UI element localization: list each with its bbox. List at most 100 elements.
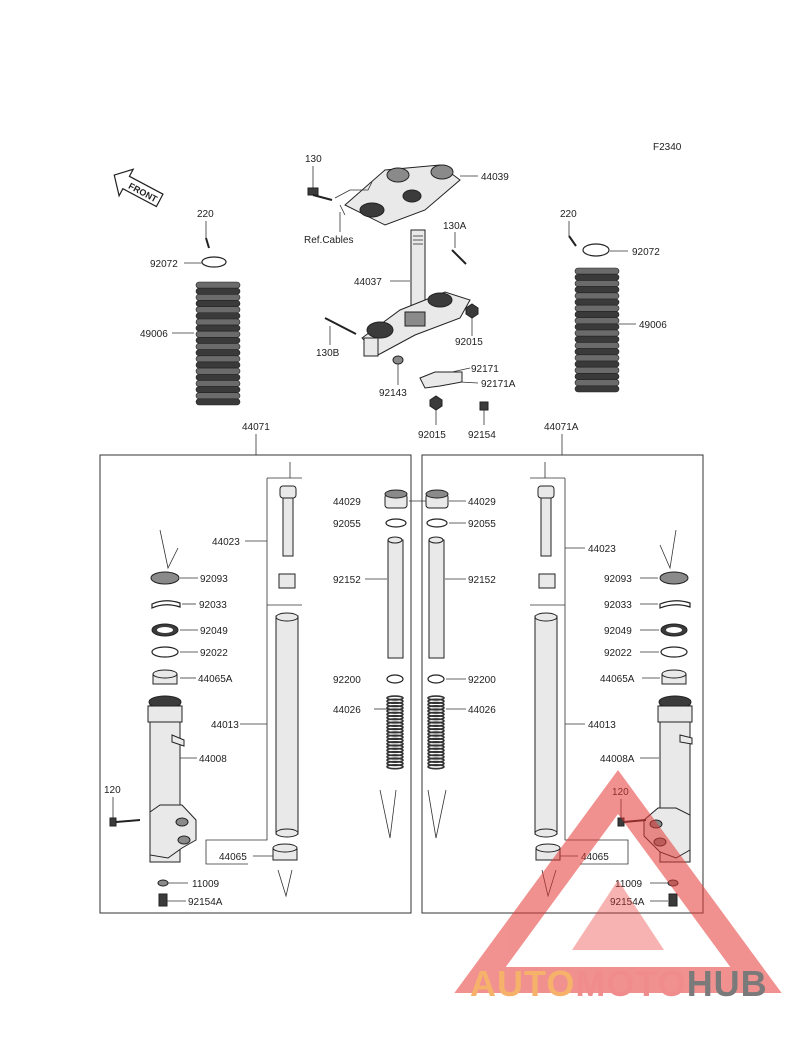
washer-left	[151, 646, 179, 658]
label-92022-right: 92022	[604, 648, 632, 659]
damper-rod-left	[278, 485, 297, 589]
label-44029-right: 44029	[468, 497, 496, 508]
label-92154: 92154	[468, 430, 496, 441]
label-92143: 92143	[379, 388, 407, 399]
spring-washer-left	[386, 674, 404, 684]
brand-part-auto: AUTO	[470, 963, 576, 1004]
label-92200-right: 92200	[468, 675, 496, 686]
washer-right	[660, 646, 688, 658]
guide-bush-upper-left	[152, 669, 178, 685]
label-44013-left: 44013	[211, 720, 239, 731]
label-92154A-left: 92154A	[188, 897, 223, 908]
fork-spring-left	[386, 695, 404, 770]
label-92072-left: 92072	[150, 259, 178, 270]
spacer-pipe-right	[428, 536, 445, 659]
fork-boot-left	[195, 281, 241, 406]
label-92033-left: 92033	[199, 600, 227, 611]
label-44065-right: 44065	[581, 852, 609, 863]
label-49006-right: 49006	[639, 320, 667, 331]
label-44023-right: 44023	[588, 544, 616, 555]
label-44037: 44037	[354, 277, 382, 288]
guide-bush-lower-left	[272, 843, 298, 861]
boot-clamp-right	[582, 243, 610, 257]
watermark-brand-text: AUTOMOTOHUB	[470, 963, 768, 1005]
dust-seal-right	[659, 571, 689, 585]
spring-washer-right	[427, 674, 445, 684]
fork-spring-right	[427, 695, 445, 770]
label-44008-left: 44008	[199, 754, 227, 765]
label-44071: 44071	[242, 422, 270, 433]
label-220-left: 220	[197, 209, 214, 220]
label-92015-lower: 92015	[418, 430, 446, 441]
label-92033-right: 92033	[604, 600, 632, 611]
label-44071A: 44071A	[544, 422, 579, 433]
stopper-ring-left	[151, 600, 181, 609]
dust-seal-left	[150, 571, 180, 585]
label-92015-upper: 92015	[455, 337, 483, 348]
o-ring-left	[385, 518, 407, 528]
label-92171A: 92171A	[481, 379, 516, 390]
damper-rod-right	[537, 485, 556, 589]
label-92055-left: 92055	[333, 519, 361, 530]
label-44026-left: 44026	[333, 705, 361, 716]
brand-part-hub: HUB	[686, 963, 768, 1004]
lower-triple-clamp	[361, 291, 471, 357]
label-44026-right: 44026	[468, 705, 496, 716]
label-92200-left: 92200	[333, 675, 361, 686]
label-44013-right: 44013	[588, 720, 616, 731]
label-44065-left: 44065	[219, 852, 247, 863]
boot-clamp-left	[201, 256, 227, 268]
label-44029-left: 44029	[333, 497, 361, 508]
label-92152-left: 92152	[333, 575, 361, 586]
label-120-left: 120	[104, 785, 121, 796]
fork-assembly-left-box	[99, 454, 412, 914]
label-130: 130	[305, 154, 322, 165]
o-ring-right	[426, 518, 448, 528]
inner-tube-right	[534, 612, 558, 838]
label-92154A-right: 92154A	[610, 897, 645, 908]
label-92049-left: 92049	[200, 626, 228, 637]
label-49006-left: 49006	[140, 329, 168, 340]
label-44023-left: 44023	[212, 537, 240, 548]
outer-tube-left	[147, 695, 197, 863]
label-44065A-right: 44065A	[600, 674, 635, 685]
steering-stem	[410, 229, 426, 311]
guide-bush-upper-right	[661, 669, 687, 685]
watermark-triangle-logo	[454, 770, 782, 993]
gasket-left	[157, 879, 169, 887]
bottom-bolt-right	[668, 893, 678, 907]
label-44065A-left: 44065A	[198, 674, 233, 685]
figure-code: F2340	[653, 142, 682, 153]
front-arrow-icon: FRONT	[113, 168, 164, 208]
label-92049-right: 92049	[604, 626, 632, 637]
label-44008A-right: 44008A	[600, 754, 635, 765]
label-92055-right: 92055	[468, 519, 496, 530]
guide-line-seals-left	[159, 529, 179, 570]
label-220-right: 220	[560, 209, 577, 220]
inner-tube-left	[275, 612, 299, 838]
spacer-pipe-left	[387, 536, 404, 659]
guide-bush-lower-right	[535, 843, 561, 861]
fork-cap-right	[425, 489, 449, 509]
ref-cables-label: Ref.Cables	[304, 235, 353, 246]
brand-part-moto: MOTO	[575, 963, 687, 1004]
label-92072-right: 92072	[632, 247, 660, 258]
label-92171: 92171	[471, 364, 499, 375]
label-130A: 130A	[443, 221, 467, 232]
label-92152-right: 92152	[468, 575, 496, 586]
label-92022-left: 92022	[200, 648, 228, 659]
fork-boot-right	[574, 267, 620, 393]
label-130B: 130B	[316, 348, 340, 359]
stopper-ring-right	[659, 600, 691, 609]
label-11009-left: 11009	[192, 879, 220, 890]
fork-cap-left	[384, 489, 408, 509]
label-11009-right: 11009	[615, 879, 643, 890]
label-92093-right: 92093	[604, 574, 632, 585]
label-92093-left: 92093	[200, 574, 228, 585]
fork-assembly-right-box	[421, 454, 704, 914]
upper-triple-clamp	[344, 164, 461, 226]
bottom-bolt-left	[158, 893, 168, 907]
label-44039: 44039	[481, 172, 509, 183]
